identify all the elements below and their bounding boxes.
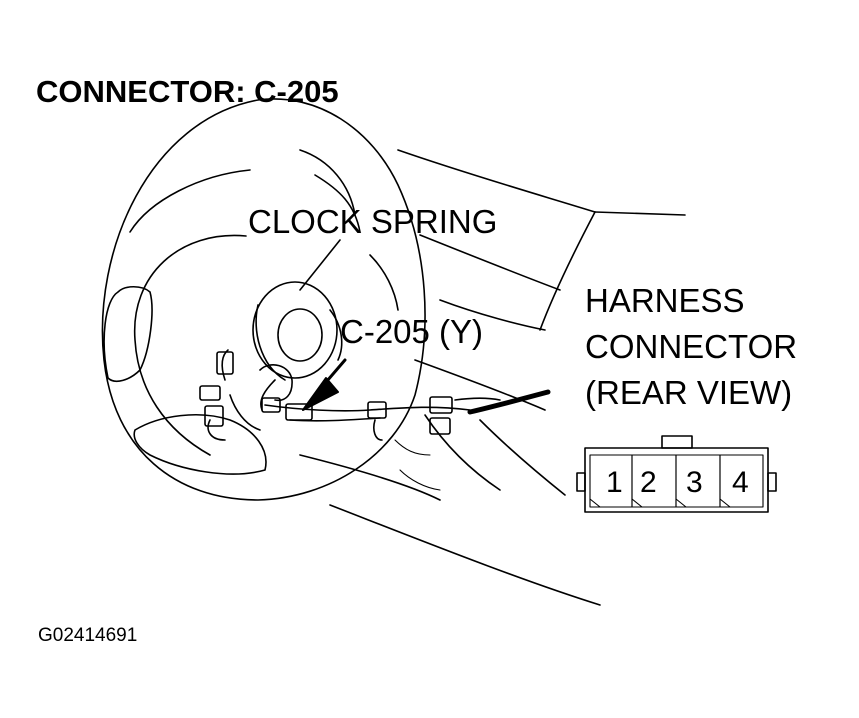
pin-cavity [719,454,764,508]
wiring-harness [199,349,551,441]
pin-number-3: 3 [686,466,703,499]
diagram-title: CONNECTOR: C-205 [36,74,339,109]
connector-lock-tab [661,435,693,449]
connector-side-tab-left [576,472,586,492]
harness-label-line2: CONNECTOR [585,328,797,365]
wire-connector [367,401,387,419]
wire-connector [429,396,453,414]
harness-label-line1: HARNESS [585,282,745,319]
wire-connector [216,351,234,375]
pin-number-2: 2 [640,466,657,499]
steering-wheel [101,98,426,501]
wire-connector [204,405,224,427]
figure-code: G02414691 [38,625,137,646]
wire-connector [429,417,451,435]
clock-spring-leader-line [299,239,341,291]
harness-label-line3: (REAR VIEW) [585,374,792,411]
clock-spring-label: CLOCK SPRING [248,203,497,240]
connector-side-tab-right [767,472,777,492]
connector-id-label: C-205 (Y) [340,313,483,350]
wire-connector [261,397,281,413]
dashboard-outline [299,149,686,606]
pin-number-4: 4 [732,466,749,499]
wire-connector [199,385,221,401]
c205-connector [285,403,313,421]
harness-connector-rear-view: 1 2 3 4 [576,435,777,513]
pin-number-1: 1 [606,466,623,499]
c205-pointer-arrow [302,358,347,411]
